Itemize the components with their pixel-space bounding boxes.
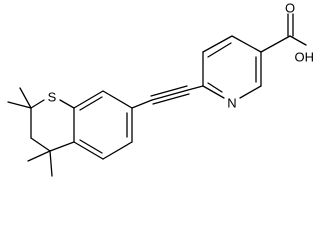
carboxylic-acid [260,13,307,53]
thiopyran-ring [30,99,75,152]
hydroxyl-label: OH [295,50,315,65]
nitrogen-label: N [227,96,236,111]
methyl-groups [7,87,53,177]
alkyne-linker [131,85,204,109]
carbonyl-oxygen-label: O [285,1,295,16]
pyridine-ring [202,35,262,99]
sulfur-label: S [48,90,57,105]
chemical-structure: S N O OH [7,1,315,177]
benzo-ring [73,90,133,160]
